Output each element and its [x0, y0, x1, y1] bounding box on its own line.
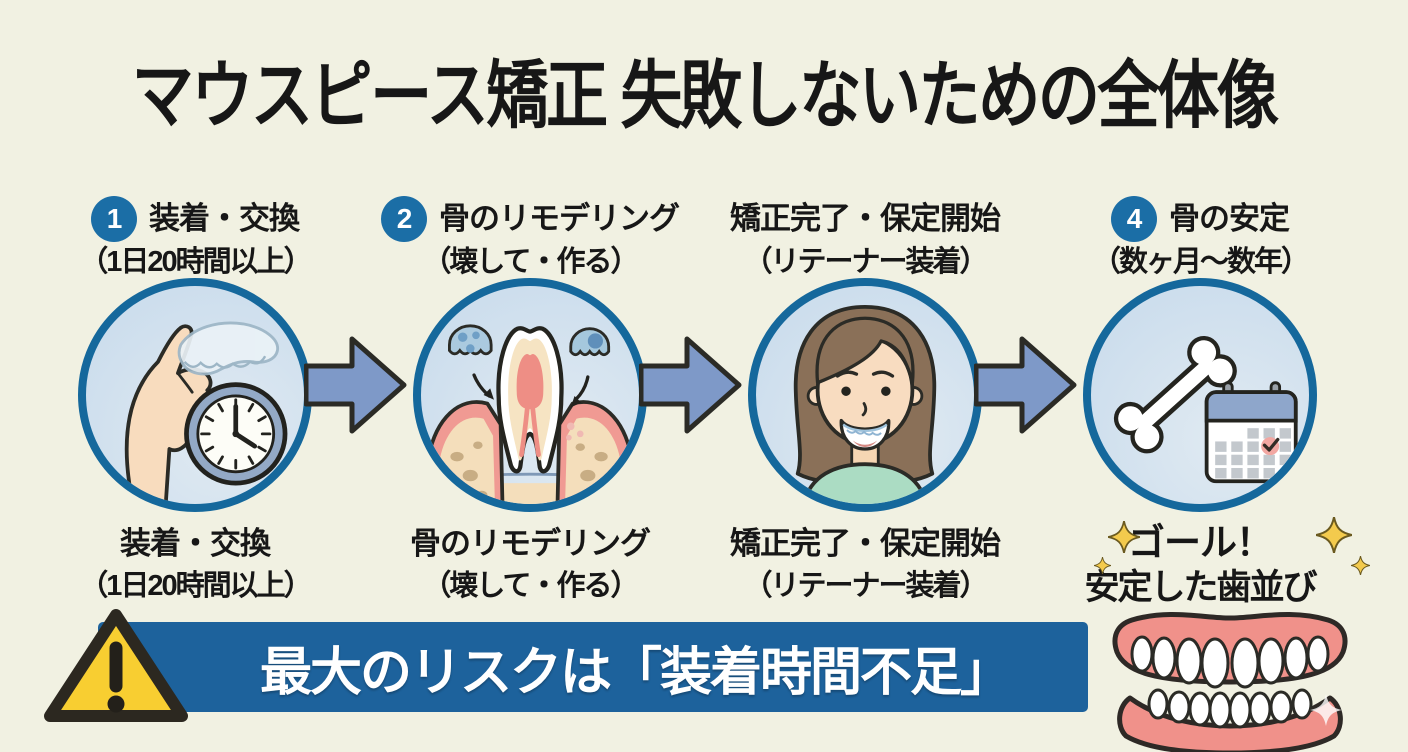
- step-circle-4: [1083, 278, 1317, 512]
- step-number-badge-4: 4: [1111, 196, 1157, 242]
- osteoblast-cell-icon: [566, 327, 611, 441]
- step-number-badge-2: 2: [381, 196, 427, 242]
- shirt: [801, 462, 929, 504]
- hand-holding-aligner-icon: [124, 321, 288, 504]
- warning-triangle-icon: [44, 609, 188, 722]
- page-title: マウスピース矯正 失敗しないための全体像: [131, 54, 1279, 137]
- step-heading-4-text: 骨の安定: [1169, 201, 1290, 236]
- step-heading-3: 矯正完了・保定開始 （リテーナー装着）: [700, 196, 1030, 282]
- sparkle-icon: [1094, 557, 1111, 574]
- arrow-right-icon: [639, 336, 742, 434]
- hair-bangs: [815, 316, 915, 385]
- sparkle-icon: [1310, 694, 1342, 726]
- sparkle-icon: [1316, 517, 1352, 553]
- arrow-right-icon: [304, 336, 407, 434]
- retainer-smile-icon: [839, 418, 891, 451]
- bone-icon: [1113, 335, 1237, 454]
- step-caption-1: 装着・交換 （1日20時間以上）: [79, 526, 312, 602]
- bone-calendar-icon: [1113, 335, 1298, 484]
- sparkle-icon: [1351, 556, 1370, 575]
- osteoclast-cell-icon: [448, 324, 494, 400]
- tooth-cross-section-icon: [421, 324, 639, 504]
- step-heading-4: 4 骨の安定 （数ヶ月〜数年）: [1035, 196, 1365, 282]
- sparkle-icon: [1108, 521, 1140, 553]
- step-heading-1-text: 装着・交換: [149, 201, 300, 236]
- step-number-badge-1: 1: [91, 196, 137, 242]
- warning-banner: 最大のリスクは「装着時間不足」: [98, 622, 1088, 712]
- step-heading-3-text: 矯正完了・保定開始: [730, 201, 1001, 236]
- teeth-icon: [1112, 612, 1348, 752]
- arrow-right-icon: [974, 336, 1077, 434]
- step-heading-2-text: 骨のリモデリング: [439, 201, 680, 236]
- step-caption-3: 矯正完了・保定開始 （リテーナー装着）: [730, 526, 1001, 602]
- step-heading-2-sub: （壊して・作る）: [422, 246, 639, 278]
- clock-icon: [184, 382, 288, 486]
- step-heading-3-sub: （リテーナー装着）: [743, 246, 988, 278]
- smiling-patient-icon: [793, 304, 937, 504]
- goal-text: ゴール！ 安定した歯並び: [1084, 522, 1317, 607]
- warning-text: 最大のリスクは「装着時間不足」: [259, 643, 1012, 702]
- step-circle-2: [413, 278, 647, 512]
- aligner-icon: [177, 321, 279, 376]
- step-circle-3: [748, 278, 982, 512]
- tooth-icon: [496, 326, 564, 474]
- step-circle-1: [78, 278, 312, 512]
- step-heading-4-sub: （数ヶ月〜数年）: [1091, 246, 1310, 278]
- calendar-icon: [1204, 381, 1298, 484]
- step-heading-2: 2 骨のリモデリング （壊して・作る）: [365, 196, 695, 282]
- step-heading-1-sub: （1日20時間以上）: [79, 246, 312, 278]
- step-heading-1: 1 装着・交換 （1日20時間以上）: [30, 196, 360, 282]
- step-caption-2: 骨のリモデリング （壊して・作る）: [410, 526, 651, 602]
